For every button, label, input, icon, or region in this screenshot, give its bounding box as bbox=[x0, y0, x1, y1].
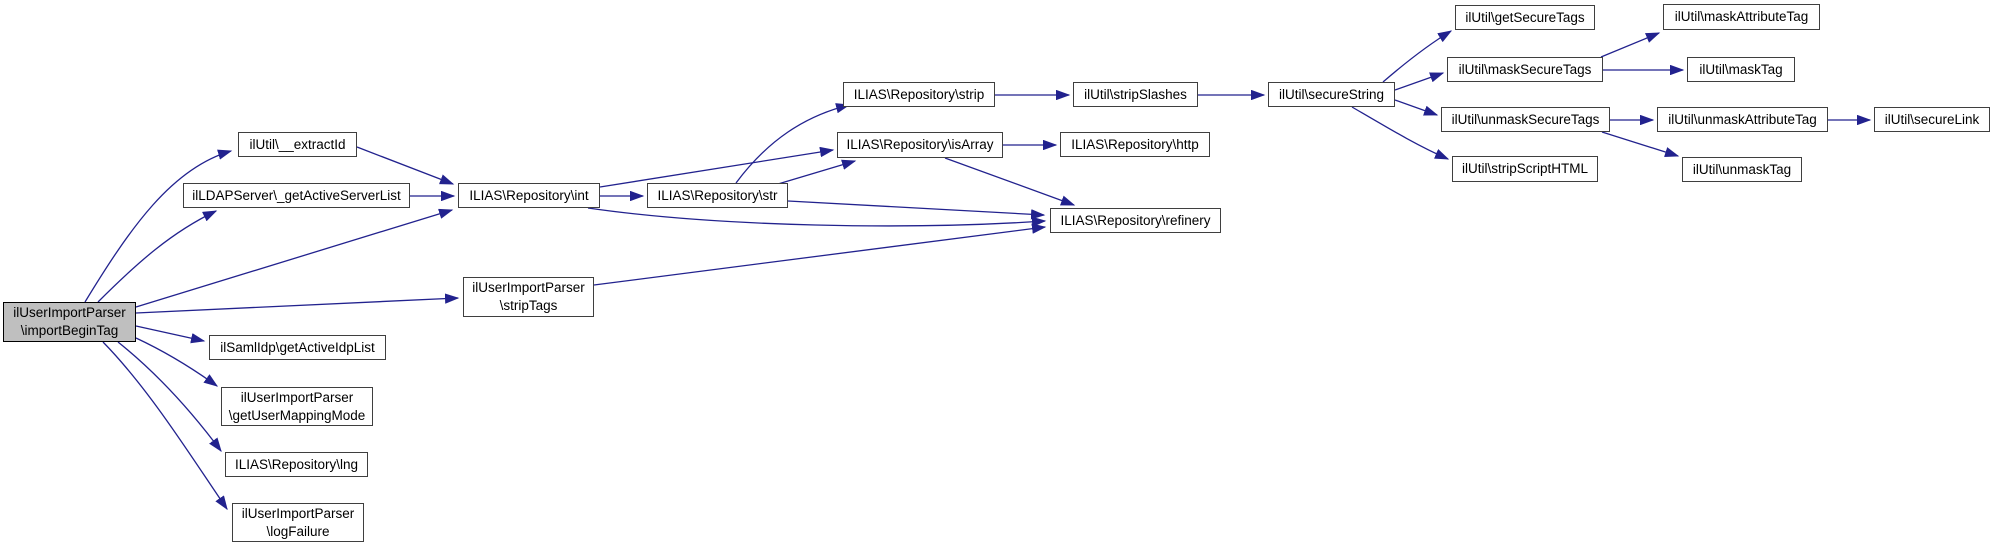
node-label: ilUtil\unmaskSecureTags bbox=[1451, 111, 1600, 127]
node-http[interactable]: ILIAS\Repository\http bbox=[1060, 132, 1210, 157]
node-secureString[interactable]: ilUtil\secureString bbox=[1268, 82, 1395, 107]
edge-str-refinery bbox=[787, 200, 1046, 220]
edge-importBeginTag-extractId bbox=[84, 149, 233, 303]
node-getUserMappingMode[interactable]: ilUserImportParser \getUserMappingMode bbox=[221, 387, 373, 426]
node-label: ilUtil\maskTag bbox=[1699, 61, 1783, 77]
node-label: ILIAS\Repository\isArray bbox=[846, 137, 994, 153]
node-label: ilUserImportParser bbox=[241, 505, 355, 521]
edge-stripTags-refinery bbox=[593, 223, 1047, 286]
node-label: ilSamlIdp\getActiveIdpList bbox=[220, 339, 375, 355]
node-label: ILIAS\Repository\str bbox=[657, 187, 778, 203]
node-strip[interactable]: ILIAS\Repository\strip bbox=[843, 82, 995, 107]
edge-importBeginTag-stripTags bbox=[135, 293, 460, 314]
node-label: ilUtil\secureLink bbox=[1884, 111, 1980, 127]
edge-importBeginTag-getActiveIdpList bbox=[135, 325, 206, 344]
node-str[interactable]: ILIAS\Repository\str bbox=[647, 183, 788, 208]
node-importBeginTag[interactable]: ilUserImportParser \importBeginTag bbox=[3, 302, 136, 342]
edge-importBeginTag-lng bbox=[117, 341, 222, 453]
node-isArray[interactable]: ILIAS\Repository\isArray bbox=[837, 132, 1003, 158]
node-label: ILIAS\Repository\strip bbox=[853, 86, 985, 102]
node-label: ilUtil\stripScriptHTML bbox=[1461, 161, 1588, 177]
node-label: \importBeginTag bbox=[20, 323, 119, 338]
edge-unmaskSecureTags-unmaskTag bbox=[1601, 131, 1680, 158]
edge-importBeginTag-getActiveServerList bbox=[97, 210, 218, 303]
node-label: ilUserImportParser bbox=[472, 280, 585, 296]
node-label: ilUtil\maskSecureTags bbox=[1458, 61, 1592, 77]
node-label: ILIAS\Repository\http bbox=[1071, 136, 1199, 152]
node-stripTags[interactable]: ilUserImportParser \stripTags bbox=[463, 277, 594, 317]
edge-secureString-getSecureTags bbox=[1382, 30, 1453, 83]
node-label: ilLDAPServer\_getActiveServerList bbox=[192, 187, 401, 203]
node-maskAttributeTag[interactable]: ilUtil\maskAttributeTag bbox=[1663, 4, 1820, 30]
node-label: ilUtil\__extractId bbox=[249, 136, 346, 152]
edge-str-strip bbox=[735, 103, 851, 184]
node-maskSecureTags[interactable]: ilUtil\maskSecureTags bbox=[1447, 57, 1603, 82]
node-stripScriptHTML[interactable]: ilUtil\stripScriptHTML bbox=[1452, 156, 1598, 182]
node-getSecureTags[interactable]: ilUtil\getSecureTags bbox=[1455, 5, 1595, 30]
edge-extractId-int bbox=[356, 146, 455, 185]
edge-importBeginTag-int bbox=[135, 208, 454, 308]
node-label: \stripTags bbox=[499, 298, 558, 313]
edge-str-isArray bbox=[777, 159, 857, 185]
edge-secureString-maskSecureTags bbox=[1394, 72, 1445, 91]
node-label: ilUtil\unmaskAttributeTag bbox=[1668, 111, 1817, 127]
node-label: ilUtil\stripSlashes bbox=[1084, 86, 1187, 102]
node-secureLink[interactable]: ilUtil\secureLink bbox=[1874, 107, 1990, 132]
node-label: ilUtil\unmaskTag bbox=[1692, 161, 1792, 177]
node-label: ILIAS\Repository\refinery bbox=[1060, 212, 1211, 228]
node-logFailure[interactable]: ilUserImportParser \logFailure bbox=[232, 503, 364, 542]
node-label: ILIAS\Repository\int bbox=[469, 187, 589, 203]
edge-importBeginTag-getUserMappingMode bbox=[135, 337, 219, 387]
node-label: ilUserImportParser bbox=[13, 305, 126, 321]
node-label: ilUtil\getSecureTags bbox=[1465, 9, 1585, 25]
edge-int-refinery bbox=[587, 207, 1047, 228]
node-getActiveServerList[interactable]: ilLDAPServer\_getActiveServerList bbox=[183, 183, 410, 208]
node-unmaskAttributeTag[interactable]: ilUtil\unmaskAttributeTag bbox=[1657, 107, 1828, 132]
edge-maskSecureTags-maskAttributeTag bbox=[1600, 32, 1661, 58]
node-label: \logFailure bbox=[266, 523, 330, 539]
node-refinery[interactable]: ILIAS\Repository\refinery bbox=[1050, 208, 1221, 233]
node-int[interactable]: ILIAS\Repository\int bbox=[458, 183, 600, 208]
node-lng[interactable]: ILIAS\Repository\lng bbox=[225, 452, 368, 477]
node-unmaskSecureTags[interactable]: ilUtil\unmaskSecureTags bbox=[1441, 107, 1610, 132]
edge-secureString-unmaskSecureTags bbox=[1394, 99, 1439, 116]
edge-int-isArray bbox=[599, 146, 835, 188]
node-extractId[interactable]: ilUtil\__extractId bbox=[238, 132, 357, 157]
node-stripSlashes[interactable]: ilUtil\stripSlashes bbox=[1073, 82, 1198, 107]
node-maskTag[interactable]: ilUtil\maskTag bbox=[1687, 57, 1795, 82]
edge-isArray-refinery bbox=[944, 157, 1076, 206]
node-label: \getUserMappingMode bbox=[228, 407, 366, 423]
edge-importBeginTag-logFailure bbox=[102, 341, 228, 511]
edge-secureString-stripScriptHTML bbox=[1351, 106, 1450, 160]
node-label: ILIAS\Repository\lng bbox=[234, 456, 359, 472]
node-getActiveIdpList[interactable]: ilSamlIdp\getActiveIdpList bbox=[209, 335, 386, 360]
node-unmaskTag[interactable]: ilUtil\unmaskTag bbox=[1682, 157, 1802, 182]
node-label: ilUtil\maskAttributeTag bbox=[1674, 9, 1809, 25]
node-label: ilUserImportParser bbox=[240, 389, 354, 405]
node-label: ilUtil\secureString bbox=[1278, 86, 1385, 102]
